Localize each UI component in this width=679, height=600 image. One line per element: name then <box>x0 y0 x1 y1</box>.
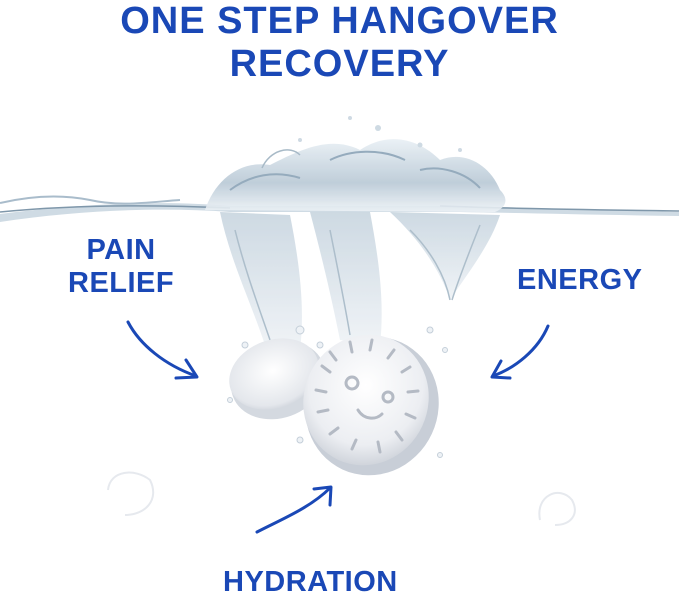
benefit-hydration: HYDRATION <box>223 566 398 598</box>
water-splash <box>205 116 506 212</box>
benefit-pain-relief: PAIN RELIEF <box>68 234 174 300</box>
benefit-energy: ENERGY <box>517 264 643 296</box>
arrow-hydration-icon <box>255 485 333 534</box>
headline-line-1: ONE STEP HANGOVER <box>120 0 559 42</box>
underwater-trail <box>220 212 500 350</box>
arrow-energy-icon <box>490 324 550 380</box>
bubbles <box>227 325 448 458</box>
smiley-face-icon <box>314 338 420 454</box>
benefit-pain-relief-line-2: RELIEF <box>68 267 175 299</box>
tablet-front <box>303 334 439 476</box>
glass-reflections <box>107 471 576 526</box>
tablet-back <box>229 338 325 420</box>
arrow-pain-relief-icon <box>126 320 199 380</box>
benefit-pain-relief-line-1: PAIN <box>86 234 156 266</box>
headline-line-2: RECOVERY <box>229 43 450 85</box>
headline: ONE STEP HANGOVER RECOVERY <box>0 0 679 86</box>
